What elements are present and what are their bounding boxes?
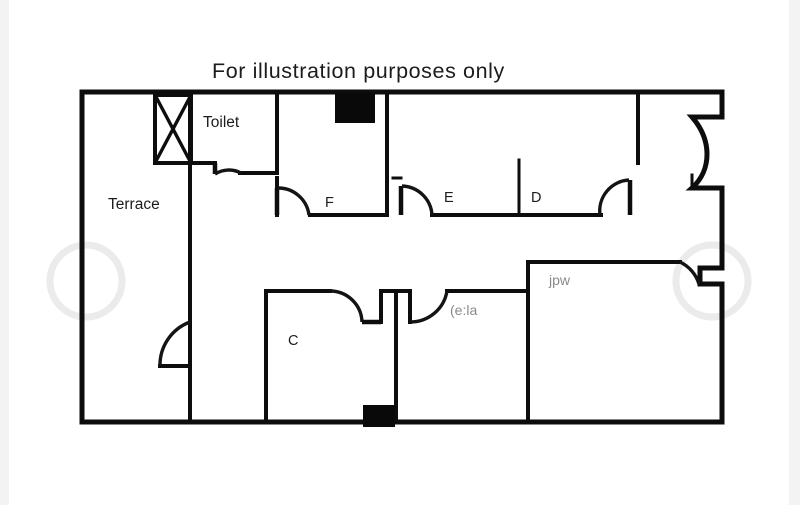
page-edge-right — [789, 0, 800, 505]
room-label-f: F — [325, 195, 334, 211]
room-label-c: C — [288, 333, 298, 349]
label-center-corridor: (e:la — [450, 302, 477, 318]
door-arc-toilet — [214, 168, 242, 176]
room-label-e: E — [444, 190, 454, 206]
shaft-hatch-icon — [153, 94, 193, 164]
watermark — [46, 241, 752, 321]
door-arc-d — [598, 178, 630, 216]
door-arc-e — [401, 184, 434, 216]
column-bottom — [363, 405, 395, 427]
door-arc-corridor — [409, 290, 449, 324]
room-label-toilet: Toilet — [203, 114, 240, 131]
room-label-d: D — [531, 190, 541, 206]
page-title: For illustration purposes only — [212, 59, 505, 83]
door-arc-lower-right — [679, 260, 701, 285]
column-top — [335, 93, 375, 123]
room-label-terrace: Terrace — [108, 196, 160, 213]
door-arc-f — [277, 186, 311, 216]
page-edge-left — [0, 0, 9, 505]
door-arc-c — [329, 289, 364, 323]
door-arc-terrace — [158, 320, 191, 367]
label-right-room: jpw — [548, 272, 571, 288]
